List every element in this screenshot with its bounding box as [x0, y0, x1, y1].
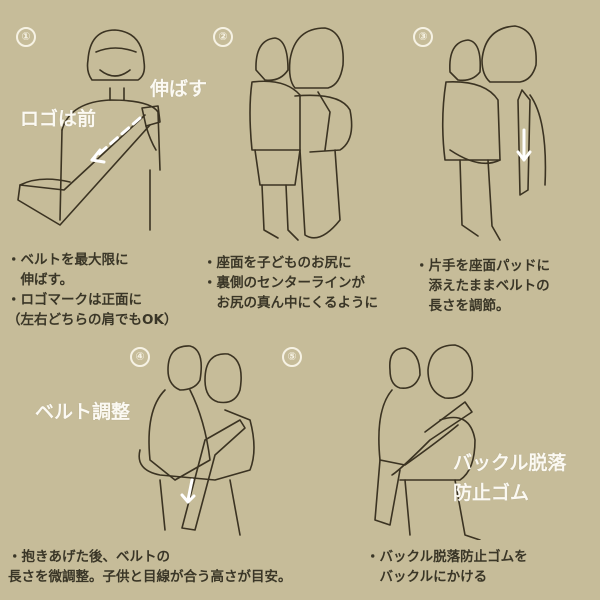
- caption-line: ・バックル脱落防止ゴムを: [366, 549, 528, 565]
- step-2-illustration: [249, 27, 353, 241]
- caption-line: ・片手を座面パッドに: [415, 258, 550, 274]
- step-1-illustration: [17, 29, 161, 231]
- caption-line: ・抱きあげた後、ベルトの: [8, 549, 170, 565]
- step-5-caption: ・バックル脱落防止ゴムを バックルにかける: [366, 547, 528, 587]
- caption-line: 長さを微調整。子供と目線が合う高さが目安。: [8, 569, 292, 585]
- caption-line: ・ロゴマークは正面に: [7, 292, 142, 308]
- step-1-number: ①: [16, 27, 36, 47]
- step-3-caption: ・片手を座面パッドに 添えたままベルトの 長さを調節。: [415, 256, 550, 316]
- step-3-panel: ③ ・片手を座面パッドに 添えたままベルトの 長さを調節。: [400, 0, 600, 340]
- caption-line: 長さを調節。: [415, 298, 510, 314]
- step-1-panel: ① 伸ばす ロゴは前 ・ベルトを最大限に 伸ばす。 ・ロゴマークは正面に （左右…: [0, 0, 207, 340]
- step-1-overlay-logo-front: ロゴは前: [20, 108, 97, 130]
- step-2-panel: ② ・座面を子どものお尻に ・裏側のセンターラインが お尻の真ん中にくるように: [200, 0, 400, 340]
- step-5-panel: ⑤ バックル脱落 防止ゴム ・バックル脱落防止ゴムを バックルにかける: [280, 340, 600, 600]
- caption-line: （左右どちらの肩でもOK）: [7, 312, 178, 328]
- step-1-caption: ・ベルトを最大限に 伸ばす。 ・ロゴマークは正面に （左右どちらの肩でもOK）: [7, 250, 177, 330]
- caption-line: 伸ばす。: [7, 272, 74, 288]
- step-5-illustration: [374, 344, 481, 540]
- caption-line: ・座面を子どものお尻に: [203, 255, 352, 271]
- step-5-overlay-buckle-line1: バックル脱落: [453, 452, 567, 474]
- step-2-number: ②: [213, 27, 233, 47]
- step-2-caption: ・座面を子どものお尻に ・裏側のセンターラインが お尻の真ん中にくるように: [203, 253, 378, 313]
- caption-line: ・裏側のセンターラインが: [203, 275, 365, 291]
- caption-line: 添えたままベルトの: [415, 278, 550, 294]
- step-5-number: ⑤: [282, 347, 302, 367]
- caption-line: バックルにかける: [366, 569, 488, 585]
- step-5-overlay-buckle-line2: 防止ゴム: [453, 482, 530, 504]
- step-4-overlay-belt-adjust: ベルト調整: [35, 401, 131, 423]
- step-3-number: ③: [413, 27, 433, 47]
- caption-line: ・ベルトを最大限に: [7, 252, 129, 268]
- step-1-overlay-stretch: 伸ばす: [150, 78, 208, 100]
- step-4-illustration: [138, 345, 255, 536]
- caption-line: お尻の真ん中にくるように: [203, 295, 378, 311]
- step-4-panel: ④ ベルト調整 ・抱きあげた後、ベルトの 長さを微調整。子供と目線が合う高さが目…: [0, 340, 300, 600]
- step-4-caption: ・抱きあげた後、ベルトの 長さを微調整。子供と目線が合う高さが目安。: [8, 547, 292, 587]
- step-3-illustration: [441, 25, 547, 241]
- step-4-number: ④: [130, 347, 150, 367]
